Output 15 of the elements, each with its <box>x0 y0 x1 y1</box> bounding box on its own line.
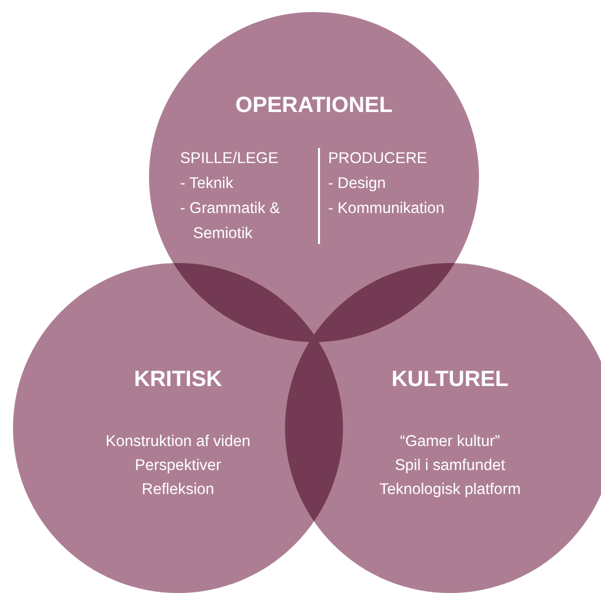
list-item: - Kommunikation <box>328 199 446 219</box>
circle-heading: KRITISK <box>134 366 222 392</box>
list-item: - Grammatik & Semiotik <box>180 199 281 244</box>
circle-heading: KULTUREL <box>392 366 508 392</box>
list-item: - Design <box>328 174 387 194</box>
list-item: - Teknik <box>180 174 234 194</box>
circle-heading: OPERATIONEL <box>235 92 393 118</box>
body-text: Konstruktion af viden <box>106 432 250 452</box>
column-heading: SPILLE/LEGE <box>180 149 278 169</box>
column-heading: PRODUCERE <box>328 149 428 169</box>
body-text: Teknologisk platform <box>379 480 521 500</box>
body-text: “Gamer kultur” <box>400 432 500 452</box>
body-text: Refleksion <box>142 480 214 500</box>
body-text: Spil i samfundet <box>394 456 506 476</box>
body-text: Perspektiver <box>134 456 222 476</box>
